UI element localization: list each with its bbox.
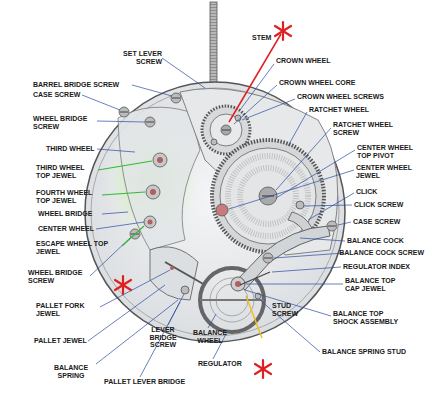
part-label: REGULATOR INDEX bbox=[343, 263, 410, 271]
part-label: CASE SCREW bbox=[33, 91, 80, 99]
part-label: BALANCE SPRING bbox=[50, 364, 92, 379]
part-label: CENTER WHEEL bbox=[38, 225, 94, 233]
part-label: STEM bbox=[252, 34, 271, 42]
part-label: SET LEVER SCREW bbox=[112, 50, 162, 65]
part-label: WHEEL BRIDGE SCREW bbox=[28, 269, 92, 284]
part-label: CENTER WHEEL JEWEL bbox=[356, 164, 420, 179]
part-label: CROWN WHEEL CORE bbox=[279, 79, 355, 87]
part-label: BALANCE SPRING STUD bbox=[322, 348, 406, 356]
part-label: CROWN WHEEL SCREWS bbox=[297, 93, 384, 101]
part-label: CROWN WHEEL bbox=[276, 57, 330, 65]
part-label: CASE SCREW bbox=[353, 218, 400, 226]
part-label: CLICK bbox=[356, 188, 377, 196]
part-label: BARREL BRIDGE SCREW bbox=[33, 81, 119, 89]
part-label: BALANCE COCK SCREW bbox=[339, 249, 424, 257]
part-label: BALANCE COCK bbox=[347, 237, 404, 245]
part-label: PALLET JEWEL bbox=[34, 337, 87, 345]
part-label: THIRD WHEEL TOP JEWEL bbox=[36, 164, 96, 179]
part-label: BALANCE WHEEL bbox=[190, 329, 230, 344]
part-label: CENTER WHEEL TOP PIVOT bbox=[357, 144, 421, 159]
part-label: FOURTH WHEEL TOP JEWEL bbox=[36, 189, 102, 204]
part-label: RATCHET WHEEL bbox=[309, 106, 369, 114]
part-label: WHEEL BRIDGE bbox=[38, 210, 92, 218]
part-label: WHEEL BRIDGE SCREW bbox=[33, 115, 97, 130]
part-label: BALANCE TOP CAP JEWEL bbox=[345, 277, 405, 292]
part-label: BALANCE TOP SHOCK ASSEMBLY bbox=[333, 310, 407, 325]
part-label: PALLET LEVER BRIDGE bbox=[104, 378, 185, 386]
part-label: REGULATOR bbox=[198, 360, 242, 368]
part-label: ESCAPE WHEEL TOP JEWEL bbox=[36, 240, 120, 255]
part-label: LEVER BRIDGE SCREW bbox=[146, 326, 180, 349]
part-label: THIRD WHEEL bbox=[46, 145, 95, 153]
part-label: PALLET FORK JEWEL bbox=[36, 302, 96, 317]
part-label: CLICK SCREW bbox=[354, 201, 403, 209]
part-label: STUD SCREW bbox=[272, 302, 304, 317]
part-label: RATCHET WHEEL SCREW bbox=[333, 121, 403, 136]
